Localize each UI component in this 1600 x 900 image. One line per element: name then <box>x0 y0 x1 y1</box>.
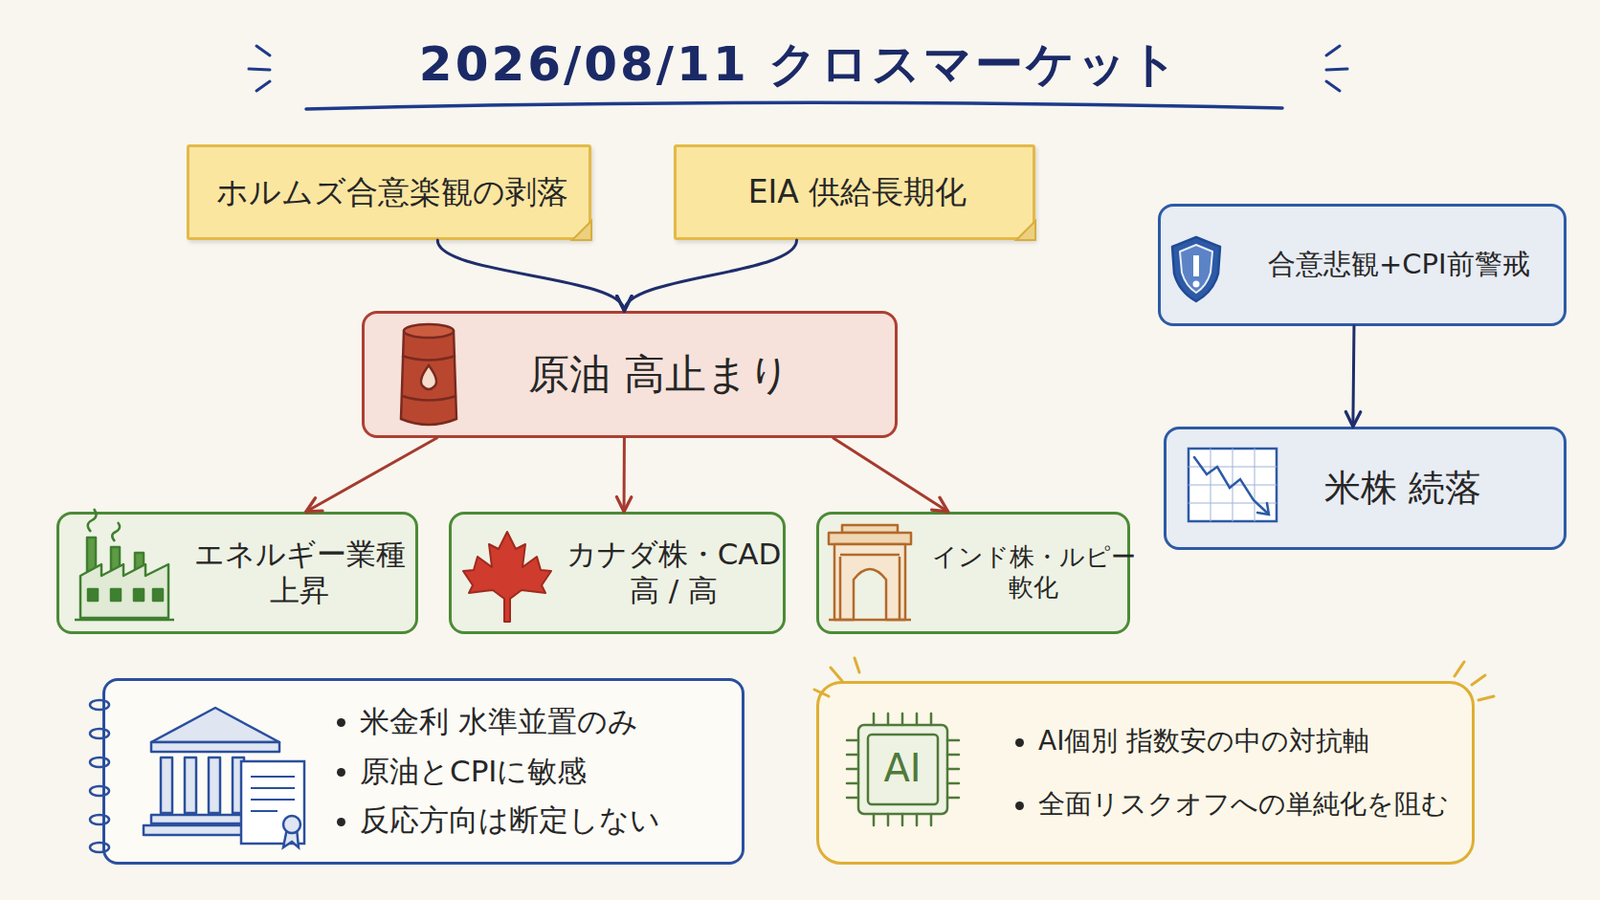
node-label: ホルムズ合意楽観の剥落 <box>189 173 595 212</box>
text-column: インド株・ルピー 軟化 <box>931 514 1136 632</box>
bullet-text: 反応方向は断定しない <box>359 802 743 840</box>
flow-arrow <box>1353 326 1355 427</box>
text-column: エネルギー業種 上昇 <box>189 514 410 632</box>
bullet-text: AI個別 指数安の中の対抗軸 <box>1038 725 1469 758</box>
text-column: 米株 続落 <box>1324 429 1555 548</box>
node-label: 合意悲観+CPI前警戒 <box>1267 247 1565 282</box>
result-box: 米株 続落 <box>1163 426 1567 551</box>
title-spark-marks-part <box>1326 45 1340 56</box>
node-label: 米株 続落 <box>1324 466 1555 511</box>
text-column: 原油 高止まり <box>528 313 892 436</box>
title-spark-marks-part <box>256 45 270 56</box>
impact-box: カナダ株・CAD 高 / 高 <box>448 511 786 635</box>
note-box: 米金利 水準並置のみ原油とCPIに敏感反応方向は断定しない <box>102 678 745 866</box>
impact-box: エネルギー業種 上昇 <box>56 511 419 635</box>
impact-box: インド株・ルピー 軟化 <box>816 511 1131 635</box>
text-column: ホルムズ合意楽観の剥落 <box>189 147 595 238</box>
sticky-note: EIA 供給長期化 <box>673 144 1036 241</box>
text-column: カナダ株・CAD 高 / 高 <box>564 514 783 632</box>
bullet-text: 原油とCPIに敏感 <box>359 754 743 791</box>
node-label: 原油 高止まり <box>528 349 892 400</box>
text-column: 米金利 水準並置のみ原油とCPIに敏感反応方向は断定しない <box>359 681 743 863</box>
node-label: エネルギー業種 上昇 <box>189 536 410 610</box>
text-column: EIA 供給長期化 <box>676 147 1039 238</box>
flow-arrow <box>623 240 797 312</box>
node-label: インド株・ルピー 軟化 <box>931 542 1136 603</box>
bullet-text: 全面リスクオフへの単純化を阻む <box>1038 788 1469 822</box>
diagram-title: 2026/08/11 クロスマーケット <box>0 32 1600 97</box>
central-box: 原油 高止まり <box>361 311 898 439</box>
flow-arrow <box>437 240 624 312</box>
highlight-rays-part <box>1471 675 1486 686</box>
title-spark-marks-part <box>248 68 270 70</box>
flow-arrow <box>833 438 949 512</box>
flow-arrow <box>306 438 438 512</box>
title-spark-marks-part <box>1326 81 1340 91</box>
highlight-rays-part <box>1478 696 1494 701</box>
sticky-note: ホルムズ合意楽観の剥落 <box>186 144 592 241</box>
text-column: 合意悲観+CPI前警戒 <box>1267 206 1565 324</box>
node-label: カナダ株・CAD 高 / 高 <box>564 536 783 610</box>
highlight-rays-part <box>854 658 860 673</box>
text-column: AI個別 指数安の中の対抗軸全面リスクオフへの単純化を阻む <box>1038 684 1469 863</box>
chip-label: AI <box>859 746 946 791</box>
title-spark-marks-part <box>1326 68 1348 70</box>
bullet-text: 米金利 水準並置のみ <box>359 704 743 741</box>
title-underline <box>306 102 1283 110</box>
flow-arrow <box>622 438 626 512</box>
highlight-rays-part <box>1454 662 1465 677</box>
title-underline-part <box>306 102 1283 110</box>
node-label: EIA 供給長期化 <box>676 173 1039 212</box>
title-spark-marks-part <box>256 81 270 91</box>
highlight-rays-part <box>830 667 843 682</box>
risk-box: 合意悲観+CPI前警戒 <box>1157 203 1567 327</box>
